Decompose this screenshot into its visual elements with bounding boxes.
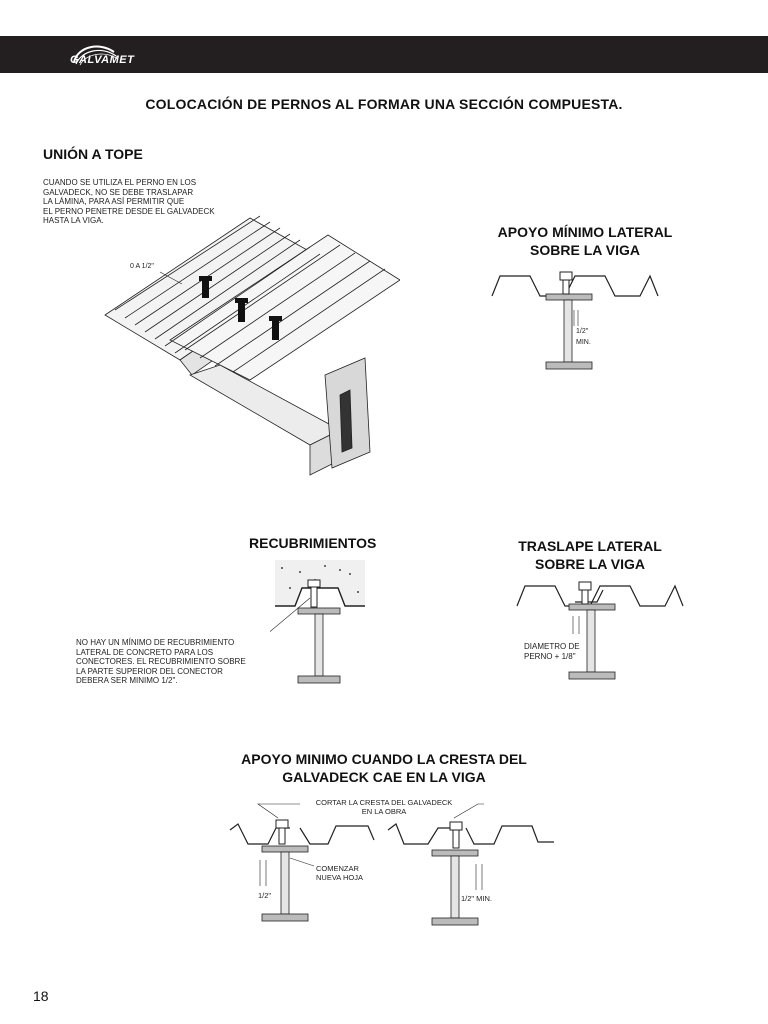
left-dim-label: 1/2" <box>258 891 272 900</box>
apoyo-lateral-diagram: 1/2" MIN. <box>491 271 659 370</box>
recubrimientos-diagram <box>270 560 365 684</box>
recubrimientos-note: NO HAY UN MÍNIMO DE RECUBRIMIENTO LATERA… <box>76 638 246 685</box>
recubrimientos-title: RECUBRIMIENTOS <box>249 535 377 551</box>
header-bar <box>0 36 768 73</box>
traslape-title: TRASLAPE LATERAL SOBRE LA VIGA <box>518 538 662 572</box>
apoyo-lateral-min: MIN. <box>576 339 591 346</box>
page-title: COLOCACIÓN DE PERNOS AL FORMAR UNA SECCI… <box>145 96 623 112</box>
start-note: COMENZAR NUEVA HOJA <box>316 864 363 882</box>
apoyo-cresta-title: APOYO MINIMO CUANDO LA CRESTA DEL GALVAD… <box>241 751 527 785</box>
union-gap-label: 0 A 1/2" <box>130 263 154 270</box>
brand-name: GALVAMET <box>70 54 135 66</box>
union-note: CUANDO SE UTILIZA EL PERNO EN LOS GALVAD… <box>43 178 215 225</box>
union-isometric-diagram: 0 A 1/2" <box>104 215 400 476</box>
cut-note: CORTAR LA CRESTA DEL GALVADECK EN LA OBR… <box>315 798 453 816</box>
union-title: UNIÓN A TOPE <box>43 146 143 162</box>
traslape-diagram <box>516 581 684 680</box>
traslape-note: DIAMETRO DE PERNO + 1/8" <box>524 642 580 661</box>
galvamet-logo <box>73 45 119 66</box>
apoyo-lateral-title: APOYO MÍNIMO LATERAL SOBRE LA VIGA <box>497 224 673 258</box>
apoyo-lateral-dim: 1/2" <box>576 328 589 335</box>
apoyo-cresta-diagram <box>229 803 554 926</box>
page-number: 18 <box>33 988 49 1004</box>
right-dim-label: 1/2" MIN. <box>461 894 493 903</box>
